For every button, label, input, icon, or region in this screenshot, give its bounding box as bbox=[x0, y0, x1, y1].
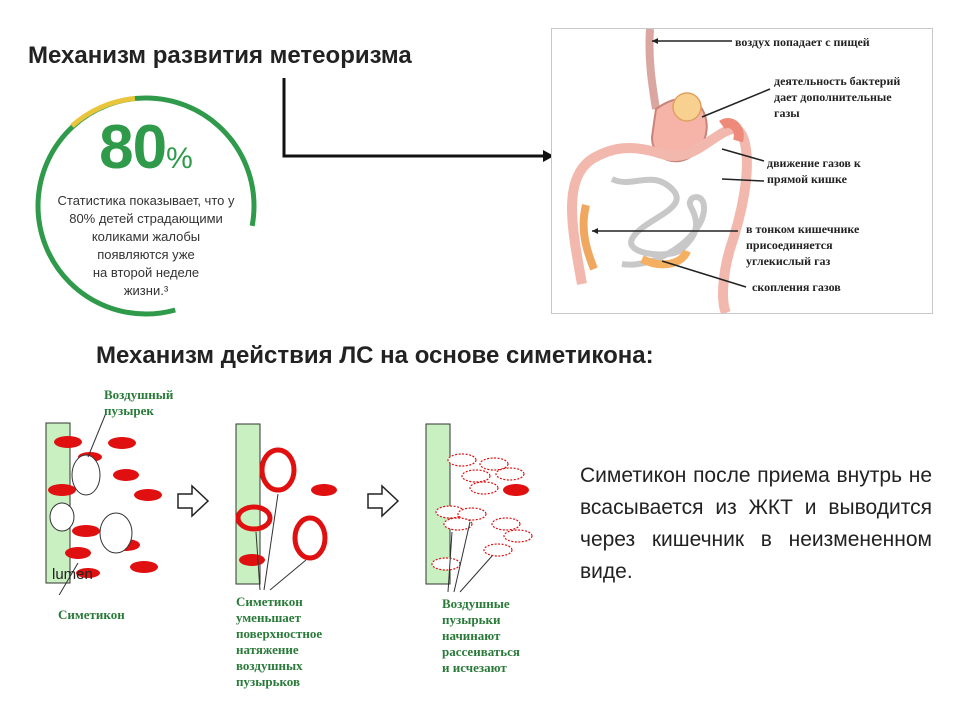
panel-3-caption: Воздушные пузырьки начинают рассеиваться… bbox=[442, 596, 520, 676]
panel-3-illustration bbox=[425, 423, 533, 593]
page-title: Механизм развития метеоризма bbox=[28, 42, 412, 69]
panel-1-simethicone-label: Симетикон bbox=[58, 607, 125, 622]
label-line: и исчезают bbox=[442, 660, 507, 675]
statistic-line: коликами жалобы bbox=[91, 229, 201, 244]
label-line: газы bbox=[774, 106, 800, 120]
label-line: дает дополнительные bbox=[774, 90, 892, 104]
label-line: углекислый газ bbox=[746, 254, 831, 268]
mechanism-panel-3: Воздушные пузырьки начинают рассеиваться… bbox=[422, 420, 562, 700]
statistic-card: 80% Статистика показывает, что у 80% дет… bbox=[30, 90, 262, 322]
gi-tract-diagram: воздух попадает с пищей деятельность бак… bbox=[551, 28, 933, 314]
mechanism-panel-1: Воздушный пузырек lumen Симетикон bbox=[38, 385, 188, 625]
statistic-line: на второй неделе bbox=[92, 265, 200, 280]
label-line: Воздушный bbox=[104, 387, 174, 402]
label-line: натяжение bbox=[236, 642, 299, 657]
panel-2-illustration bbox=[235, 423, 337, 591]
statistic-number: 80 bbox=[99, 113, 167, 182]
statistic-percent-sign: % bbox=[166, 142, 193, 175]
step-arrow-icon bbox=[177, 484, 210, 518]
label-line: Симетикон bbox=[236, 594, 303, 609]
label-air-food: воздух попадает с пищей bbox=[735, 35, 870, 49]
description-text: Симетикон после приема внутрь не всасыва… bbox=[580, 464, 932, 583]
statistic-ring bbox=[35, 95, 257, 317]
statistic-percent: 80% bbox=[30, 112, 262, 183]
label-small-intestine: в тонком кишечнике присоединяется углеки… bbox=[746, 221, 859, 269]
label-line: Воздушные bbox=[442, 596, 510, 611]
label-gas-movement: движение газов к прямой кишке bbox=[767, 155, 861, 187]
statistic-text: Статистика показывает, что у 80% детей с… bbox=[48, 192, 244, 300]
label-line: воздушных bbox=[236, 658, 303, 673]
step-arrow-icon bbox=[367, 484, 400, 518]
label-line: прямой кишке bbox=[767, 172, 847, 186]
gi-tract-illustration bbox=[567, 29, 771, 313]
mechanism-panel-2: Симетикон уменьшает поверхностное натяже… bbox=[230, 420, 360, 710]
panel-1-bubble-label: Воздушный пузырек bbox=[104, 387, 173, 419]
section-title: Механизм действия ЛС на основе симетикон… bbox=[96, 342, 654, 369]
statistic-line: появляются уже bbox=[97, 247, 195, 262]
label-line: рассеиваться bbox=[442, 644, 520, 659]
label-line: уменьшает bbox=[236, 610, 301, 625]
statistic-line: жизни.³ bbox=[123, 283, 169, 298]
label-line: присоединяется bbox=[746, 238, 833, 252]
label-line: пузырек bbox=[104, 403, 154, 418]
lumen-label: lumen bbox=[52, 566, 93, 583]
label-gas-accumulation: скопления газов bbox=[752, 280, 841, 294]
label-line: поверхностное bbox=[236, 626, 323, 641]
label-line: движение газов к bbox=[767, 156, 861, 170]
label-line: пузырьков bbox=[236, 674, 300, 689]
label-line: деятельность бактерий bbox=[774, 74, 901, 88]
connector-arrow bbox=[282, 78, 554, 162]
statistic-line: Статистика показывает, что у bbox=[57, 193, 235, 208]
label-bacteria: деятельность бактерий дает дополнительны… bbox=[774, 73, 900, 121]
label-line: в тонком кишечнике bbox=[746, 222, 860, 236]
label-line: начинают bbox=[442, 628, 501, 643]
label-line: пузырьки bbox=[442, 612, 501, 627]
statistic-line: 80% детей страдающими bbox=[69, 211, 223, 226]
panel-1-illustration bbox=[45, 412, 162, 595]
panel-2-caption: Симетикон уменьшает поверхностное натяже… bbox=[236, 594, 322, 690]
